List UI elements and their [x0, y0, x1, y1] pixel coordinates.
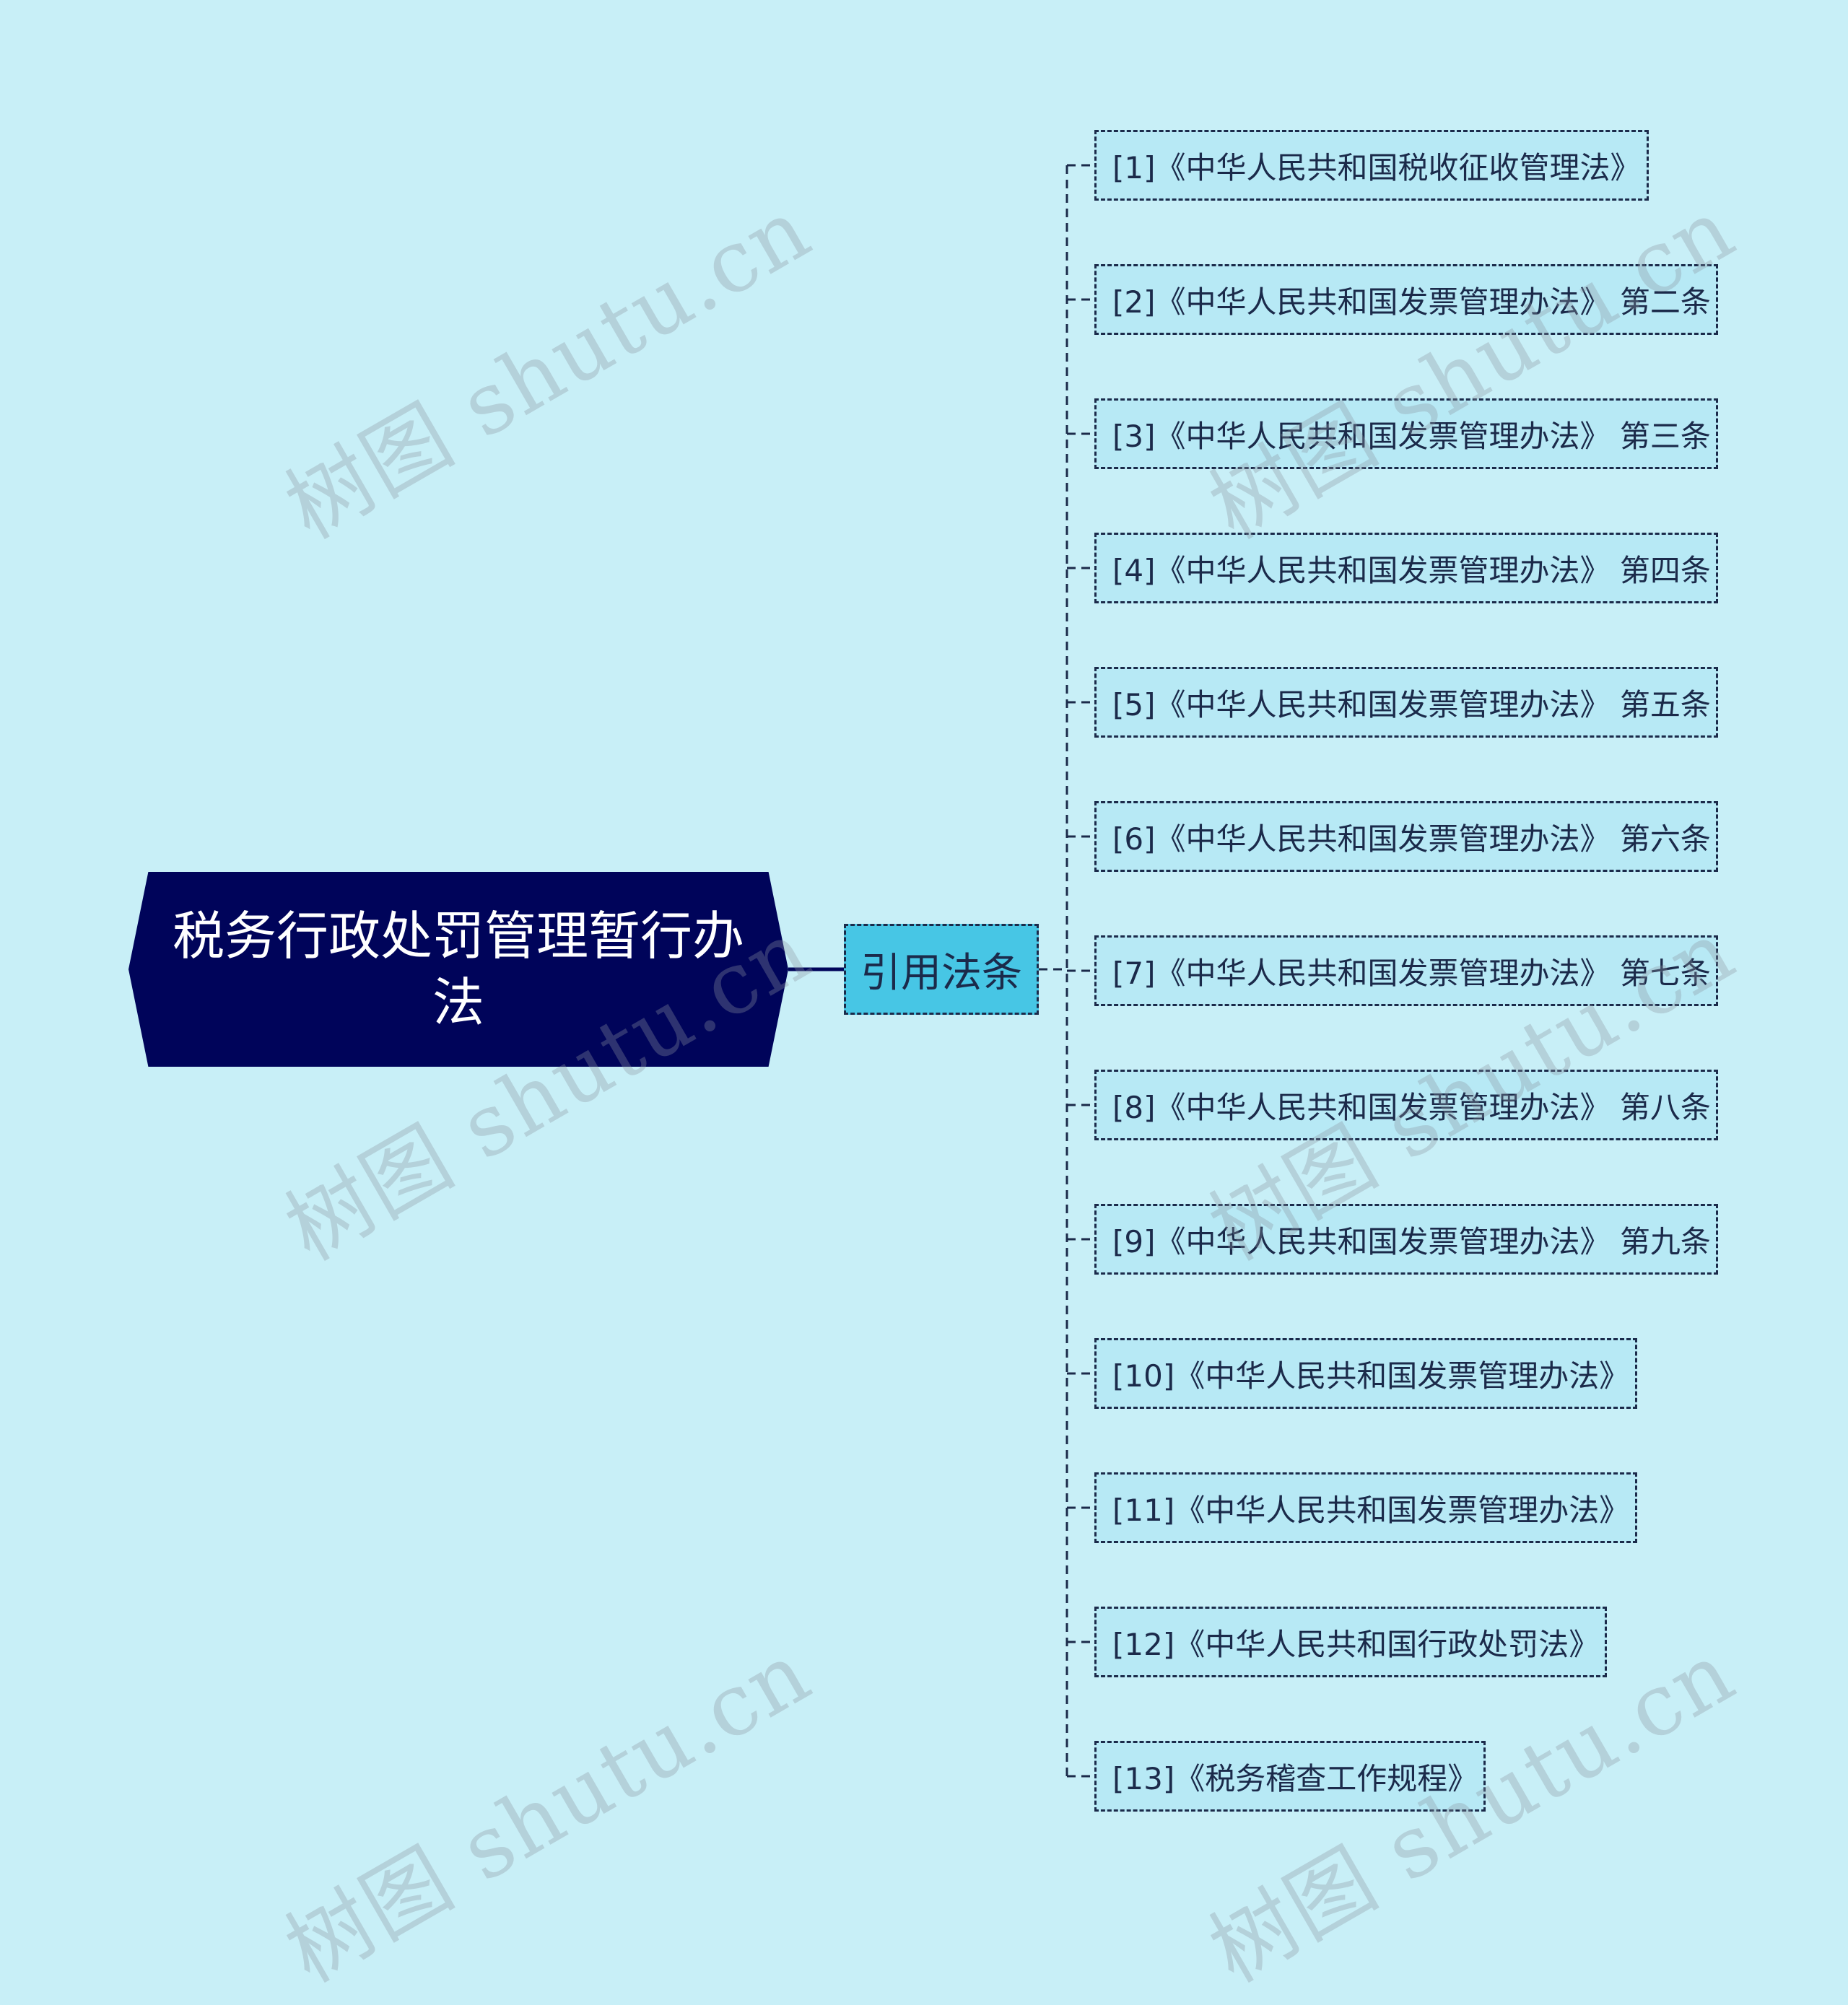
leaf-node-10[interactable]: [10]《中华人民共和国发票管理办法》 — [1094, 1338, 1637, 1409]
mind-map-canvas: 税务行政处罚管理暂行办法 引用法条 [1]《中华人民共和国税收征收管理法》 [2… — [128, 130, 1751, 2001]
leaf-node-label: [4]《中华人民共和国发票管理办法》 第四条 — [1112, 552, 1711, 588]
leaf-node-4[interactable]: [4]《中华人民共和国发票管理办法》 第四条 — [1094, 533, 1718, 603]
branch-node-label: 引用法条 — [860, 949, 1022, 997]
leaf-node-5[interactable]: [5]《中华人民共和国发票管理办法》 第五条 — [1094, 667, 1718, 738]
root-node-label: 税务行政处罚管理暂行办法 — [172, 906, 744, 1033]
branch-node-cited-laws[interactable]: 引用法条 — [844, 924, 1039, 1015]
leaf-node-label: [7]《中华人民共和国发票管理办法》 第七条 — [1112, 955, 1711, 991]
leaf-node-3[interactable]: [3]《中华人民共和国发票管理办法》 第三条 — [1094, 398, 1718, 469]
leaf-node-8[interactable]: [8]《中华人民共和国发票管理办法》 第八条 — [1094, 1070, 1718, 1140]
leaf-node-label: [1]《中华人民共和国税收征收管理法》 — [1112, 149, 1641, 185]
leaf-node-label: [13]《税务稽查工作规程》 — [1112, 1760, 1478, 1796]
leaf-node-label: [2]《中华人民共和国发票管理办法》 第二条 — [1112, 284, 1711, 320]
leaf-node-label: [3]《中华人民共和国发票管理办法》 第三条 — [1112, 418, 1711, 454]
leaf-node-1[interactable]: [1]《中华人民共和国税收征收管理法》 — [1094, 130, 1649, 201]
leaf-node-label: [5]《中华人民共和国发票管理办法》 第五条 — [1112, 686, 1711, 722]
connector-lines — [788, 164, 1094, 1778]
root-node[interactable]: 税务行政处罚管理暂行办法 — [128, 872, 788, 1067]
leaf-node-label: [12]《中华人民共和国行政处罚法》 — [1112, 1626, 1600, 1662]
leaf-node-6[interactable]: [6]《中华人民共和国发票管理办法》 第六条 — [1094, 801, 1718, 872]
leaf-node-label: [6]《中华人民共和国发票管理办法》 第六条 — [1112, 821, 1711, 857]
leaf-node-label: [9]《中华人民共和国发票管理办法》 第九条 — [1112, 1223, 1711, 1259]
leaf-node-12[interactable]: [12]《中华人民共和国行政处罚法》 — [1094, 1607, 1607, 1677]
leaf-node-label: [11]《中华人民共和国发票管理办法》 — [1112, 1492, 1630, 1528]
leaf-node-label: [8]《中华人民共和国发票管理办法》 第八条 — [1112, 1089, 1711, 1125]
leaf-node-11[interactable]: [11]《中华人民共和国发票管理办法》 — [1094, 1472, 1637, 1543]
leaf-node-2[interactable]: [2]《中华人民共和国发票管理办法》 第二条 — [1094, 264, 1718, 335]
leaf-node-7[interactable]: [7]《中华人民共和国发票管理办法》 第七条 — [1094, 935, 1718, 1006]
leaf-node-13[interactable]: [13]《税务稽查工作规程》 — [1094, 1741, 1486, 1812]
leaf-node-label: [10]《中华人民共和国发票管理办法》 — [1112, 1358, 1630, 1394]
leaf-node-9[interactable]: [9]《中华人民共和国发票管理办法》 第九条 — [1094, 1204, 1718, 1275]
